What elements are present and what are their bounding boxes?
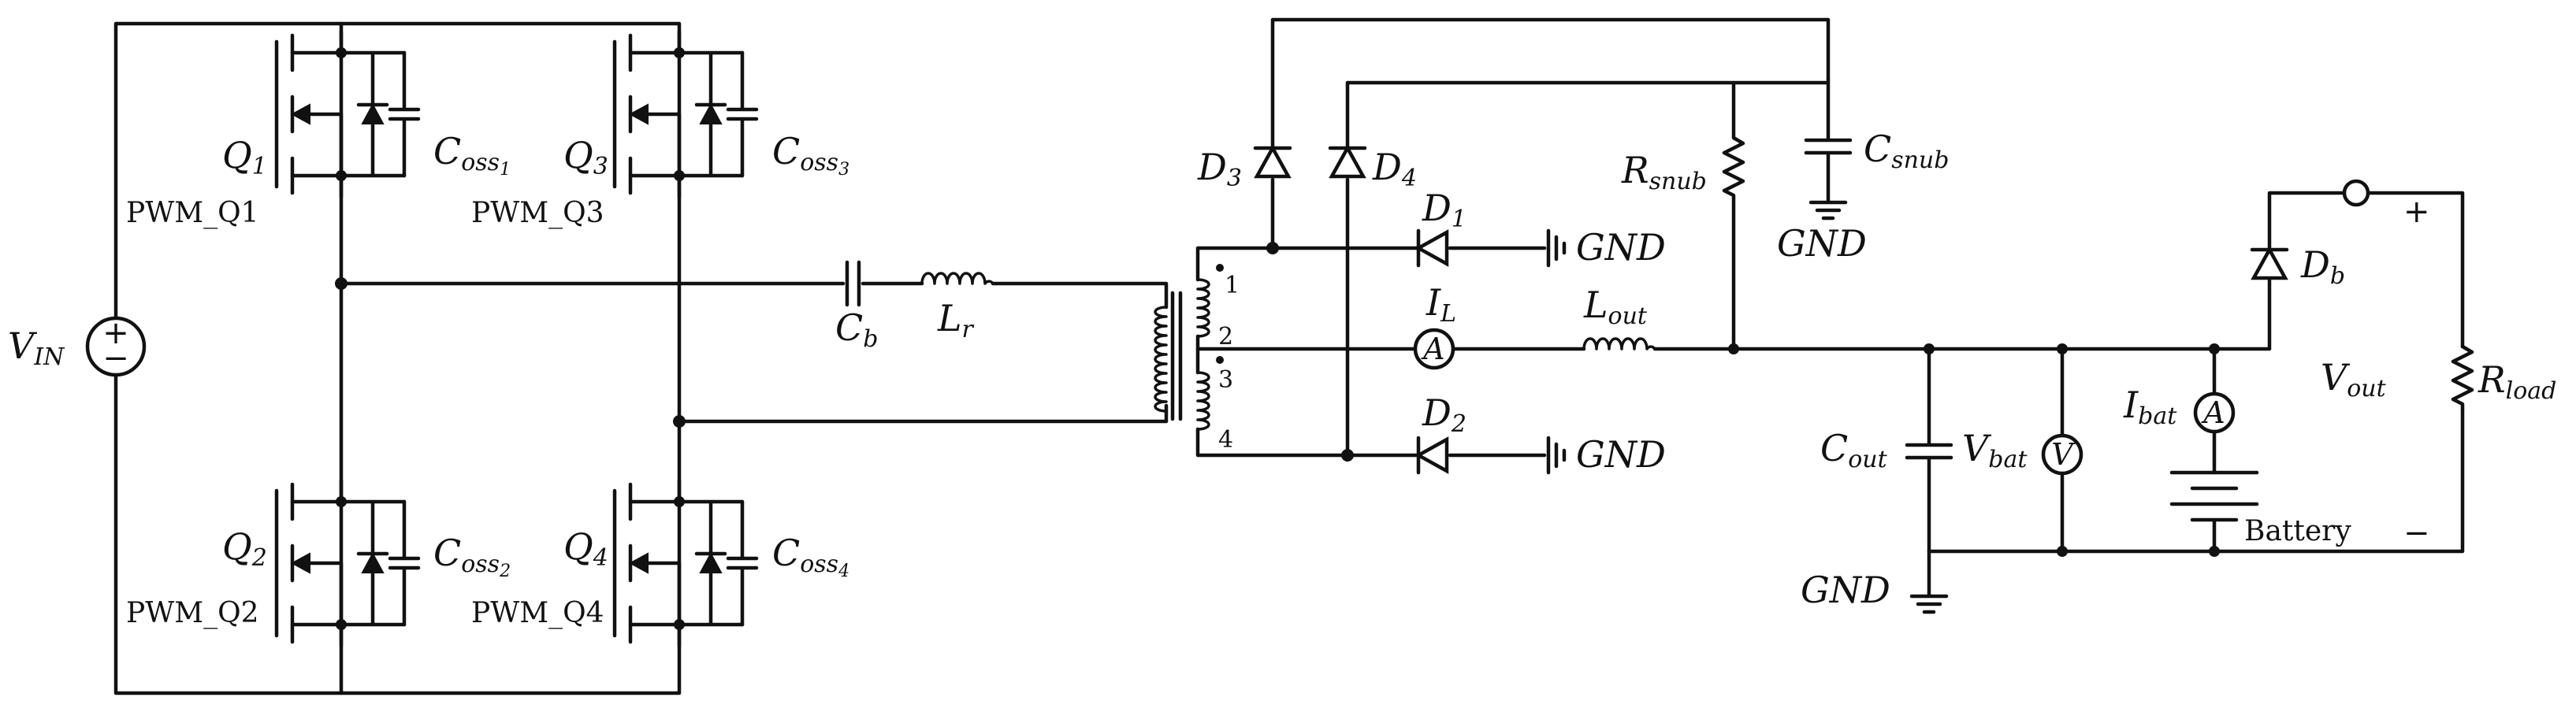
ammeter-ibat: A Ibat [2123,384,2236,434]
svg-text:Db: Db [2300,243,2345,290]
bridge-node-b [677,403,1169,424]
switch-q3 [615,32,756,197]
svg-text:D1: D1 [1422,187,1466,233]
diode-d4: D4 [1328,144,1417,192]
switch-q1 [277,32,418,197]
svg-text:Ibat: Ibat [2123,384,2177,430]
coss3-label: Coss3 [772,130,849,180]
q4-gate-label: PWM_Q4 [471,597,604,629]
transformer: 1 2 3 4 [1154,264,1240,454]
svg-text:Cb: Cb [835,306,878,353]
voltmeter-vbat: V Vbat [1962,427,2083,476]
bridge-node-a [339,281,1169,310]
vin-plus: + [102,315,129,351]
secondary-pin-4 [1195,427,1350,458]
coss1-label: Coss1 [433,130,511,180]
d2-ground-icon [1548,438,1564,473]
resistor-rsnub: Rsnub [1621,80,1745,351]
capacitor-cb: Cb [835,260,878,353]
vin-source: + − VIN [8,315,147,377]
q1-gate-label: PWM_Q1 [126,197,259,229]
resistor-rload: Rload [2451,344,2556,412]
svg-text:Csnub: Csnub [1864,128,1949,174]
svg-text:2: 2 [1218,323,1233,350]
vin-label: VIN [8,324,65,371]
svg-text:V: V [2051,437,2076,472]
vin-minus: − [102,340,129,376]
dc-bus-wires [113,21,682,695]
q2-gate-label: PWM_Q2 [126,597,259,629]
switch-q2 [277,480,418,646]
ammeter-il: A IL [1413,281,1456,370]
q3-gate-label: PWM_Q3 [471,197,604,229]
q3-label: Q3 [563,134,608,180]
d1-ground-icon [1548,231,1564,265]
diode-d1: D1 [1414,187,1466,268]
svg-text:4: 4 [1218,426,1233,454]
csnub-gnd-label: GND [1777,222,1867,265]
svg-text:Rload: Rload [2477,358,2556,405]
svg-text:D3: D3 [1197,146,1242,192]
svg-text:A: A [2201,395,2225,430]
vout-minus: − [2403,515,2430,551]
q4-label: Q4 [563,525,608,572]
clamp-wire-d4 [1345,80,1831,458]
coss2-label: Coss2 [433,532,511,581]
svg-text:D4: D4 [1372,146,1417,192]
output-ground-icon [1912,596,1946,612]
inductor-lout: Lout [1582,284,1656,350]
inductor-lr: Lr [920,272,994,343]
d1-gnd-label: GND [1576,226,1666,269]
svg-text:D2: D2 [1422,391,1466,438]
svg-text:1: 1 [1225,272,1240,299]
diode-db: Db [2250,243,2345,290]
svg-text:Cout: Cout [1820,427,1888,473]
capacitor-cout: Cout [1820,347,1953,597]
battery-label: Battery [2244,515,2351,547]
vout-label: Vout [2321,356,2387,402]
switch-q4 [615,480,756,646]
coss4-label: Coss4 [772,532,849,581]
diode-d2: D2 [1414,391,1466,475]
svg-text:IL: IL [1426,281,1456,328]
svg-text:Lr: Lr [937,297,975,343]
capacitor-csnub: Csnub [1804,76,1949,203]
svg-text:A: A [1421,332,1444,366]
svg-text:Rsnub: Rsnub [1621,149,1707,195]
diode-d3: D3 [1197,144,1292,192]
vout-terminal [2342,179,2370,207]
svg-text:3: 3 [1218,366,1233,394]
vout-plus: + [2403,194,2430,230]
d2-gnd-label: GND [1576,433,1666,476]
secondary-pin-1 [1195,246,1275,282]
svg-text:Vbat: Vbat [1962,427,2028,473]
svg-text:Lout: Lout [1583,284,1648,330]
clamp-wire-d3 [1270,17,1831,250]
output-gnd-label: GND [1801,569,1890,611]
csnub-ground-icon [1811,202,1846,218]
q2-label: Q2 [222,525,267,572]
q1-label: Q1 [222,134,267,180]
battery: Battery [2169,470,2351,554]
return-bus [1927,407,2465,554]
output-bus [1652,276,2272,351]
